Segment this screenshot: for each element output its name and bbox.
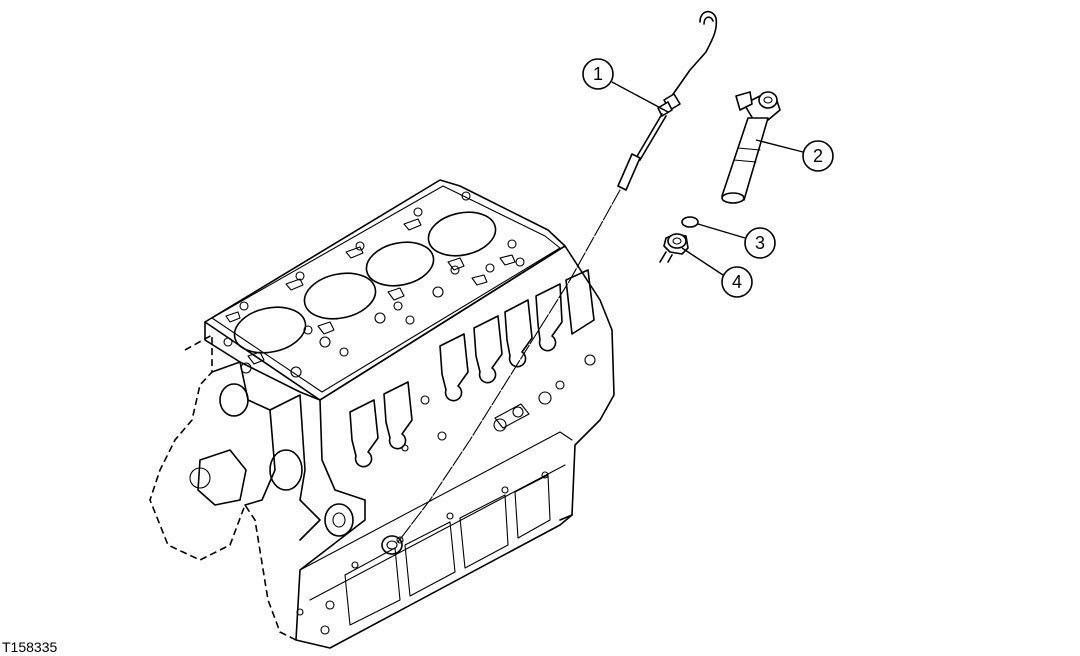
o-ring-part — [681, 216, 699, 228]
leader-line — [697, 223, 746, 239]
callout-number: 4 — [732, 272, 742, 292]
callout-number: 1 — [593, 64, 603, 84]
dipstick-tube-part — [721, 91, 781, 204]
callout-3: 3 — [697, 223, 776, 259]
cap-screw-part — [659, 233, 689, 263]
callout-2: 2 — [755, 139, 834, 172]
callout-1: 1 — [582, 58, 669, 113]
dipstick-part — [397, 10, 718, 543]
leader-line — [755, 139, 804, 153]
callout-4: 4 — [681, 247, 753, 298]
callout-number: 3 — [755, 233, 765, 253]
engine-block — [149, 179, 615, 649]
figure-id-label: T158335 — [2, 639, 58, 655]
leader-line — [611, 81, 669, 113]
leader-line — [681, 247, 724, 276]
callout-number: 2 — [813, 146, 823, 166]
